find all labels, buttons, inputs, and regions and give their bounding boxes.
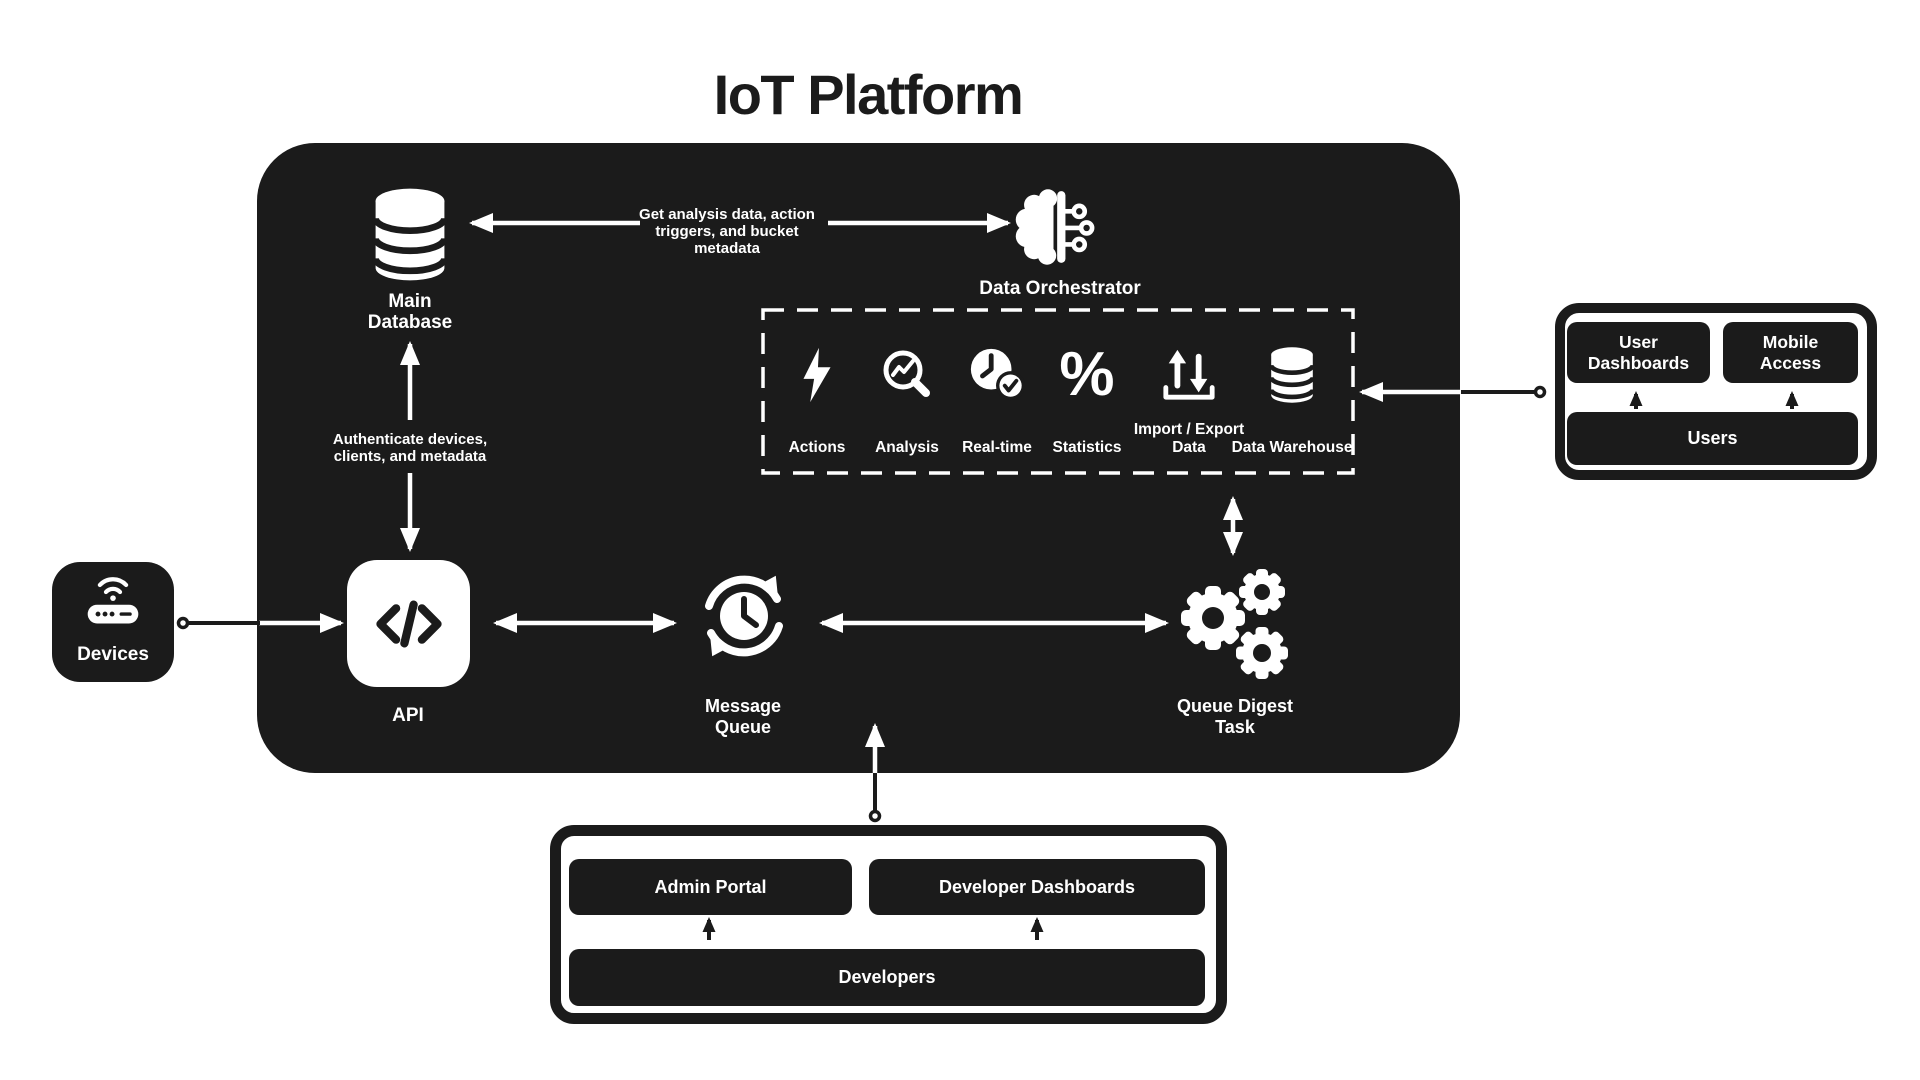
users-box: Users [1567, 412, 1858, 465]
percent-icon: % [1059, 340, 1115, 409]
dot-users [1533, 385, 1547, 399]
brain-circuit-icon [1013, 184, 1105, 270]
gear-big [1181, 585, 1245, 650]
admin-portal-box: Admin Portal [569, 859, 852, 915]
import-export-icon [1131, 342, 1247, 408]
main-database-label: Main Database [367, 291, 453, 333]
page-title: IoT Platform [713, 63, 1024, 126]
developer-dashboards-box: Developer Dashboards [869, 859, 1205, 915]
code-icon [363, 578, 455, 670]
mobile-access-box: Mobile Access [1723, 322, 1858, 383]
data-orchestrator-label: Data Orchestrator [979, 278, 1141, 299]
dot-developers [868, 809, 882, 823]
queue-digest-task-label: Queue Digest Task [1176, 696, 1294, 737]
devices-label: Devices [77, 644, 149, 665]
api-label: API [392, 705, 424, 726]
db-orchestrator-annotation: Get analysis data, action triggers, and … [639, 206, 815, 257]
database-icon [1234, 342, 1350, 408]
gear-bottom-right [1236, 626, 1288, 679]
dot-devices [176, 616, 190, 630]
gear-top-right [1239, 568, 1285, 615]
message-queue-label: Message Queue [704, 696, 782, 737]
database-icon [367, 186, 453, 283]
user-dashboards-box: User Dashboards [1567, 322, 1710, 383]
gears-icon [1180, 566, 1290, 680]
capability-data-warehouse: Data Warehouse [1232, 342, 1352, 457]
db-api-annotation: Authenticate devices, clients, and metad… [332, 431, 488, 465]
api-box [347, 560, 470, 687]
developers-box: Developers [569, 949, 1205, 1006]
router-wifi-icon [80, 574, 146, 626]
sync-clock-icon [689, 563, 799, 673]
